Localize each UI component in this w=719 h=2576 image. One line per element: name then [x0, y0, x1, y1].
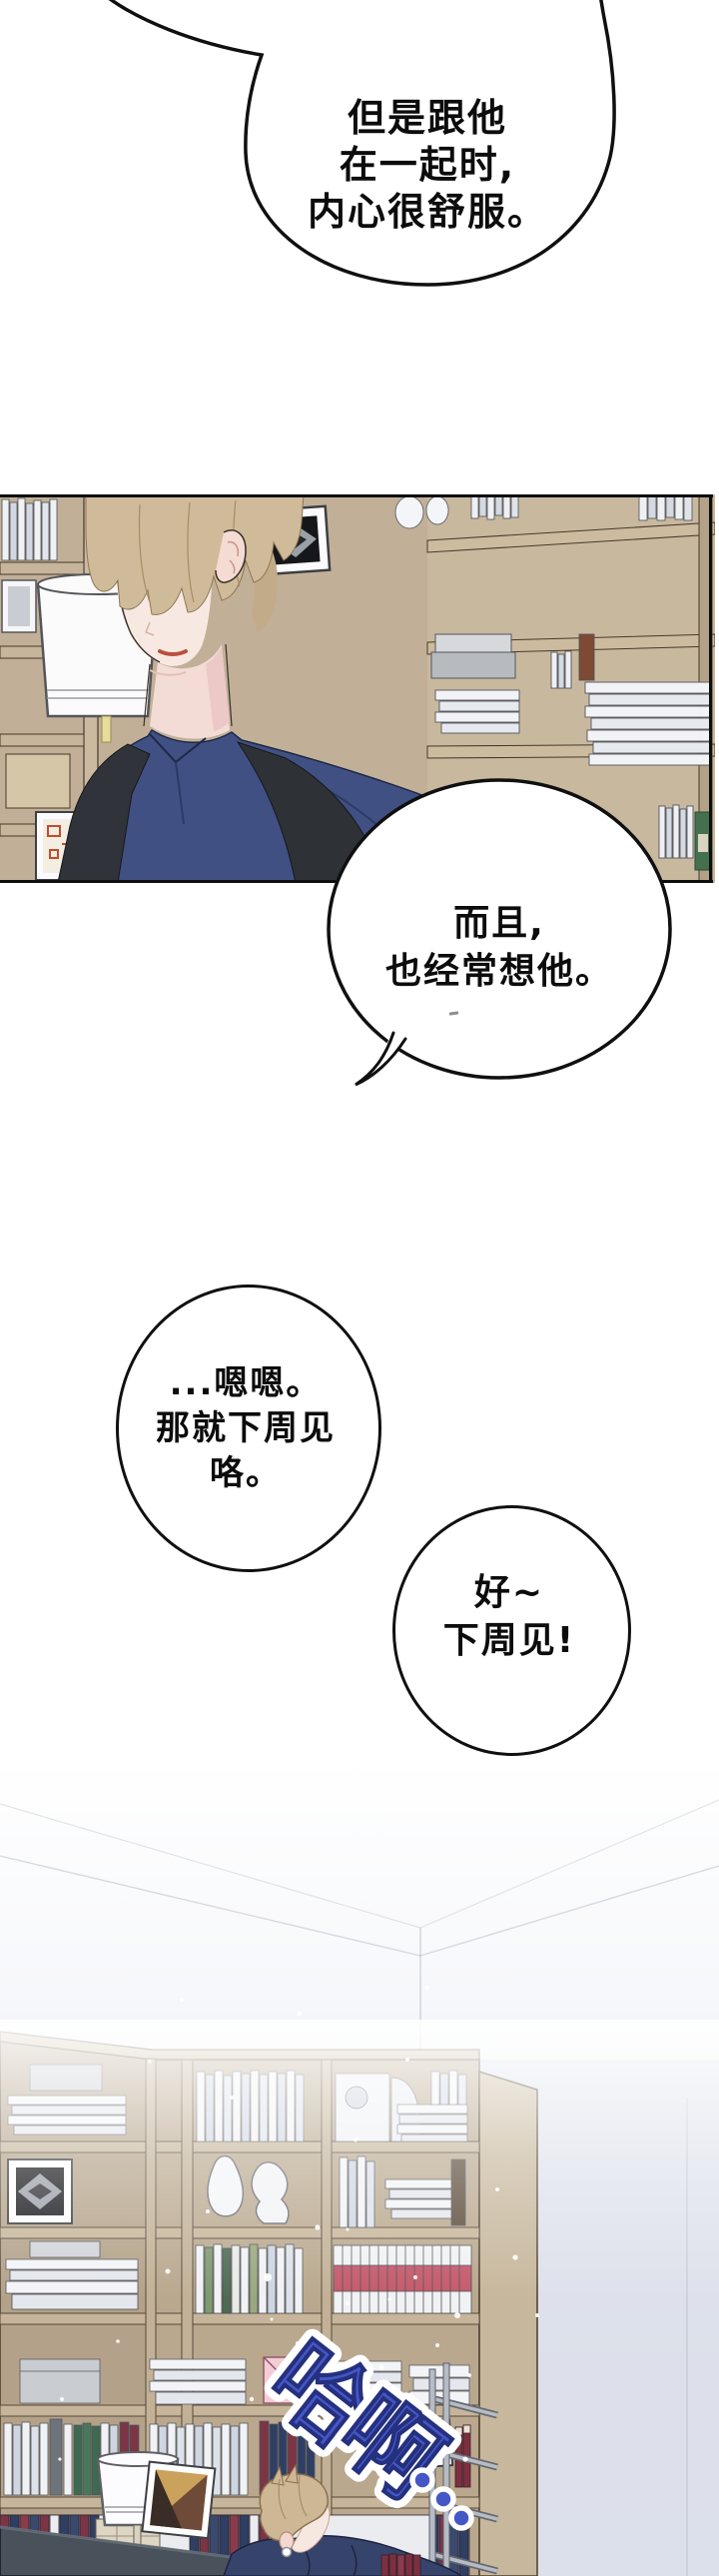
bubble4-line2: 下周见! [442, 1620, 576, 1661]
bubble2-line2: 也经常想他。 [384, 951, 613, 992]
earring [281, 2546, 293, 2558]
shelf-stacks-envelope [19, 2356, 470, 2405]
sfx-ellipsis-dots [409, 2467, 474, 2531]
bubble4-line1: 好~ [473, 1572, 545, 1613]
bubble1-line2: 在一起时, [339, 143, 516, 187]
speech-bubble-4 [392, 1505, 631, 1756]
panel-library-closeup [0, 494, 715, 883]
character-hair [85, 494, 305, 615]
framed-picture-abstract [141, 2460, 217, 2540]
speech-bubble-top [108, 0, 616, 287]
speech-bubble-2 [327, 778, 672, 1087]
bubble2-text: 而且, 也经常想他。 [330, 900, 669, 996]
library-room-art: 哈 哈 啊 啊 [0, 1799, 719, 2576]
bubble2-line1: 而且, [453, 903, 545, 944]
speech-bubble-3 [116, 1285, 381, 1572]
bubble3-line2: 那就下周见 [156, 1408, 336, 1448]
character-vest-left [57, 743, 151, 883]
sparkles [58, 1986, 539, 2481]
bubble1-line3: 内心很舒服。 [307, 190, 547, 234]
bubble3-line1: ...嗯嗯。 [169, 1363, 323, 1403]
bubble1-line1: 但是跟他 [347, 96, 507, 140]
bubble3-line3: 咯。 [210, 1453, 282, 1493]
bubble4-text: 好~ 下周见! [379, 1569, 639, 1665]
character-vest-right [236, 741, 388, 883]
bubble1-text: 但是跟他 在一起时, 内心很舒服。 [238, 95, 617, 236]
character-lips [158, 649, 188, 656]
panel-library-room: 哈 哈 啊 啊 [0, 1760, 719, 2576]
character-sleeping [223, 2463, 463, 2576]
ceiling-lines [0, 1799, 719, 2052]
character-ear [215, 529, 247, 583]
books-top-left [1, 497, 58, 561]
bubble3-text: ...嗯嗯。 那就下周见 咯。 [106, 1361, 385, 1496]
